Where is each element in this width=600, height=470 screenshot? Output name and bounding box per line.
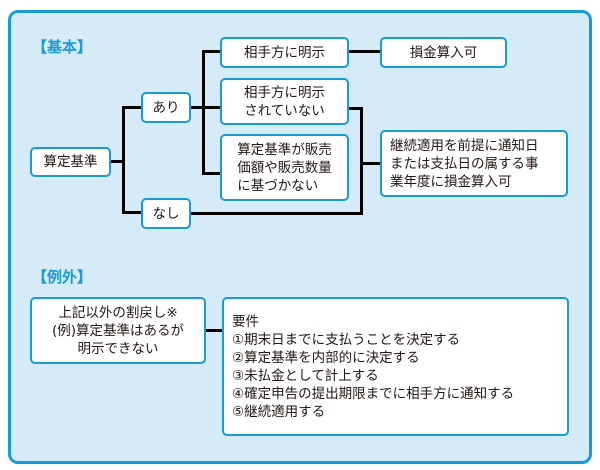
node-yes-text: あり bbox=[152, 99, 180, 116]
connector-merge-to-result bbox=[360, 162, 381, 165]
node-not-based-on-sales: 算定基準が販売 価額や販売数量 に基づかない bbox=[220, 134, 349, 201]
requirement-item: ②算定基準を内部的に決定する bbox=[232, 349, 420, 366]
requirement-item: ①期末日までに支払うことを決定する bbox=[232, 331, 461, 348]
node-continuous-line-2: または支払日の属する事 bbox=[390, 155, 539, 172]
requirement-item: ⑤継続適用する bbox=[232, 403, 326, 420]
node-not-based-line-1: 算定基準が販売 bbox=[237, 141, 332, 158]
node-not-based-line-3: に基づかない bbox=[237, 177, 319, 194]
requirements-title: 要件 bbox=[232, 313, 259, 330]
node-deductible-text: 損金算入可 bbox=[409, 44, 478, 61]
connector-yes-stub bbox=[190, 106, 204, 109]
connector-to-not-explicit bbox=[202, 106, 221, 109]
connector-root-stub bbox=[110, 160, 124, 163]
connector-to-not-based bbox=[202, 172, 221, 175]
connector-no-to-merge bbox=[190, 212, 363, 215]
connector-to-no bbox=[122, 211, 142, 214]
connector-root-vertical bbox=[122, 106, 125, 214]
node-calculation-basis-text: 算定基準 bbox=[43, 154, 98, 170]
connector-yes-vertical bbox=[202, 50, 205, 175]
node-deductible: 損金算入可 bbox=[380, 37, 507, 68]
node-not-explicit-line-2: されていない bbox=[244, 102, 325, 119]
node-not-based-line-2: 価額や販売数量 bbox=[237, 159, 332, 176]
node-no-text: なし bbox=[152, 205, 180, 222]
requirement-item: ④確定申告の提出期限までに相手方に通知する bbox=[232, 385, 515, 402]
connector-exception-to-requirements bbox=[205, 329, 223, 332]
connector-merge-vertical bbox=[360, 107, 363, 215]
node-no: なし bbox=[141, 198, 191, 229]
node-explicit: 相手方に明示 bbox=[220, 37, 349, 68]
connector-to-explicit bbox=[202, 50, 221, 53]
node-exception-line-3: 明示できない bbox=[77, 340, 159, 357]
node-exception-line-2: (例)算定基準はあるが bbox=[51, 322, 185, 339]
node-requirements: 要件 ①期末日までに支払うことを決定する ②算定基準を内部的に決定する ③未払金… bbox=[222, 297, 569, 436]
node-not-explicit: 相手方に明示 されていない bbox=[220, 78, 349, 125]
node-calculation-basis: 算定基準 bbox=[30, 147, 111, 177]
node-not-explicit-line-1: 相手方に明示 bbox=[244, 84, 325, 101]
connector-to-yes bbox=[122, 106, 142, 109]
section-label-exception: 【例外】 bbox=[32, 268, 93, 286]
node-exception-line-1: 上記以外の割戻し※ bbox=[58, 304, 178, 321]
section-label-basic: 【基本】 bbox=[32, 38, 93, 56]
node-exception-case: 上記以外の割戻し※ (例)算定基準はあるが 明示できない bbox=[30, 297, 206, 364]
node-continuous-line-1: 継続適用を前提に通知日 bbox=[390, 137, 539, 154]
node-continuous-line-3: 業年度に損金算入可 bbox=[390, 173, 512, 190]
requirement-item: ③未払金として計上する bbox=[232, 367, 379, 384]
node-yes: あり bbox=[141, 92, 191, 123]
node-continuous-application-result: 継続適用を前提に通知日 または支払日の属する事 業年度に損金算入可 bbox=[380, 130, 568, 197]
node-explicit-text: 相手方に明示 bbox=[244, 44, 325, 61]
connector-not-explicit-out bbox=[348, 107, 362, 110]
connector-explicit-to-deductible bbox=[348, 50, 381, 53]
